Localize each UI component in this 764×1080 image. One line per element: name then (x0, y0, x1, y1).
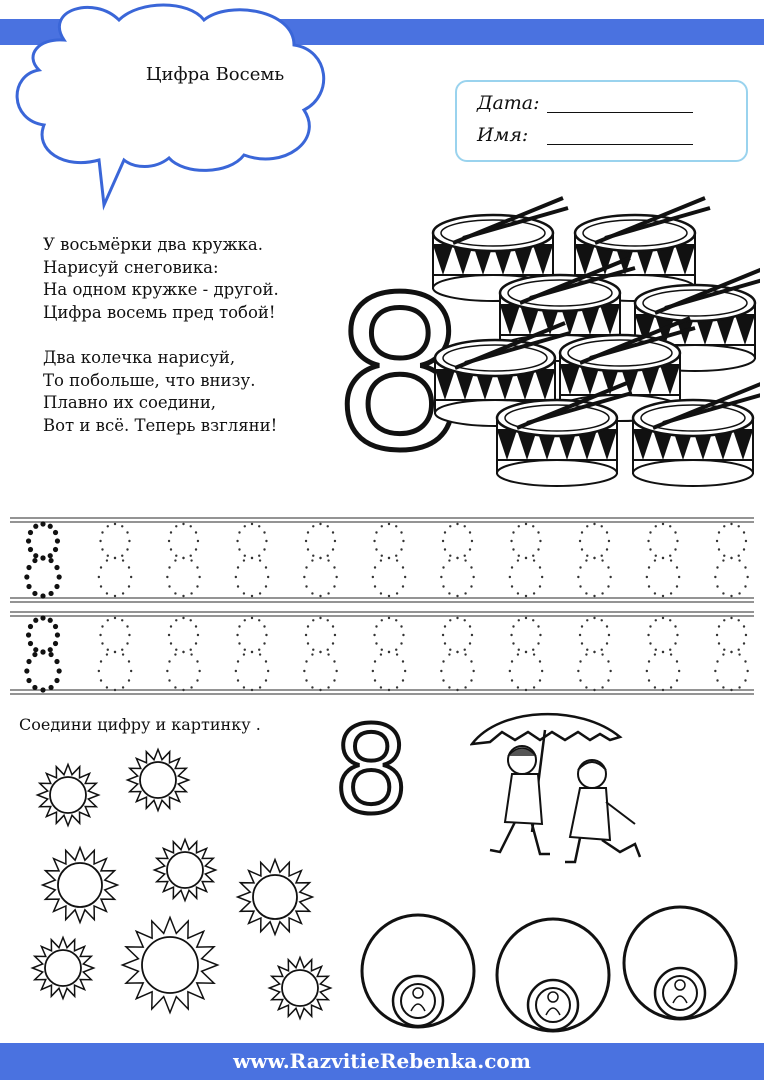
poem-line: Два колечка нарисуй, (43, 348, 236, 367)
solid-dotted-eight (24, 615, 62, 693)
date-name-box: Дата: Имя: (455, 80, 748, 162)
trace-eight (97, 616, 133, 692)
sun-icon (267, 955, 333, 1021)
trace-eight (371, 522, 407, 598)
tracing-practice (10, 517, 754, 695)
rings-group (360, 905, 738, 1033)
page-title: Цифра Восемь (145, 64, 285, 85)
trace-eight (508, 616, 544, 692)
sun-icon (125, 747, 191, 813)
sun-icon (235, 857, 315, 937)
poem-line: То побольше, что внизу. (43, 370, 256, 390)
date-label: Дата: (477, 92, 540, 114)
trace-eight (645, 522, 681, 598)
ring-icon (622, 905, 738, 1021)
poem: У восьмёрки два кружка. Нарисуй снеговик… (43, 234, 279, 460)
poem-line: Вот и всё. Теперь взгляни! (43, 415, 278, 435)
trace-eight (166, 522, 201, 598)
trace-eight (234, 616, 270, 692)
speech-cloud (15, 3, 326, 211)
trace-eight (371, 616, 407, 692)
solid-dotted-eight (24, 521, 62, 599)
trace-eight (714, 616, 749, 692)
sun-icon (120, 915, 220, 1015)
trace-eight (508, 522, 544, 598)
ring-icon (495, 917, 611, 1033)
trace-eight (440, 616, 475, 692)
poem-line: Цифра восемь пред тобой! (43, 302, 276, 322)
children-umbrella-illustration (470, 713, 642, 864)
sun-icon (40, 845, 120, 925)
trace-eight (234, 522, 270, 598)
trace-eight (303, 522, 338, 598)
trace-eight (303, 616, 338, 692)
trace-eight (577, 616, 612, 692)
name-line (547, 144, 693, 145)
trace-eight (166, 616, 201, 692)
footer-site-link[interactable]: www.RazvitieRebenka.com (233, 1049, 531, 1073)
poem-line: На одном кружке - другой. (43, 280, 279, 299)
sun-icon (35, 762, 101, 828)
poem-stanza-1: У восьмёрки два кружка. Нарисуй снеговик… (43, 234, 279, 324)
footer-bar (0, 1043, 764, 1080)
trace-eight (577, 522, 612, 598)
poem-stanza-2: Два колечка нарисуй, То побольше, что вн… (43, 347, 279, 437)
ring-icon (360, 913, 476, 1029)
name-label: Имя: (477, 124, 529, 146)
task-instruction: Соедини цифру и картинку . (19, 715, 261, 734)
trace-eight (714, 522, 749, 598)
sun-icon (30, 935, 96, 1001)
date-line (547, 112, 693, 113)
trace-eight (440, 522, 475, 598)
sun-icon (152, 837, 218, 903)
task-digit-eight: 8 (331, 702, 411, 841)
poem-line: Нарисуй снеговика: (43, 257, 219, 277)
suns-group (30, 747, 333, 1021)
trace-eight (645, 616, 681, 692)
drums-illustration (431, 196, 760, 488)
poem-line: Плавно их соедини, (43, 393, 217, 412)
poem-line: У восьмёрки два кружка. (43, 235, 264, 254)
trace-eight (97, 522, 133, 598)
